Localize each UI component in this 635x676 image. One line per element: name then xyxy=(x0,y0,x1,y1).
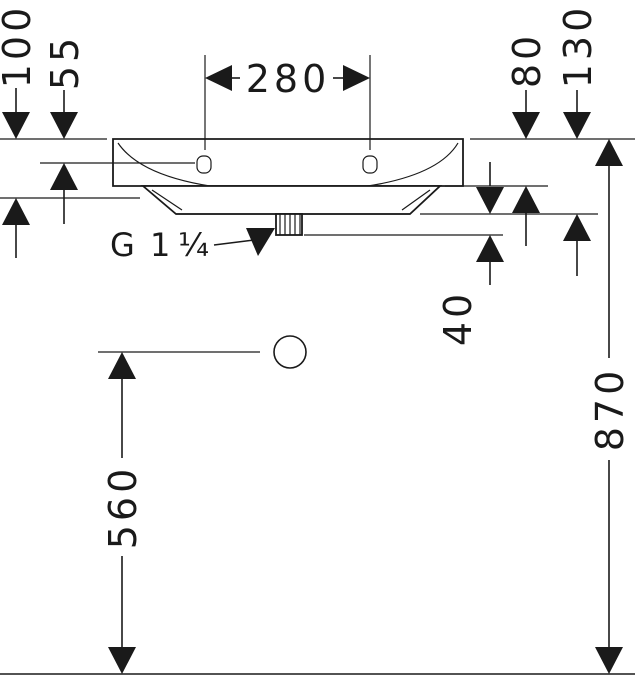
dim-560-label: 560 xyxy=(101,465,145,550)
dim-80-label: 80 xyxy=(505,32,549,88)
dim-55: 55 xyxy=(43,34,87,224)
basin-underside xyxy=(140,185,443,215)
dim-55-label: 55 xyxy=(43,34,87,90)
dim-80: 80 xyxy=(505,32,549,246)
tap-hole-right xyxy=(362,155,378,174)
basin-underside-inner xyxy=(151,189,431,211)
extension-lines xyxy=(0,55,635,353)
waste-thread-fraction: ¼ xyxy=(178,226,211,264)
dim-870: 870 xyxy=(588,139,632,674)
dim-130: 130 xyxy=(556,4,600,276)
waste-thread-callout: G 1 ¼ xyxy=(110,226,275,264)
waste-thread-g: G xyxy=(110,226,137,264)
dim-870-label: 870 xyxy=(588,367,632,452)
waste-connection-circle xyxy=(273,335,307,369)
waste-outlet xyxy=(275,213,303,236)
basin xyxy=(112,138,464,215)
dim-280: 280 xyxy=(205,57,370,101)
tap-hole-left xyxy=(196,155,212,174)
dim-40-label: 40 xyxy=(436,290,480,346)
dim-280-label: 280 xyxy=(246,57,331,101)
dim-130-label: 130 xyxy=(556,4,600,89)
dim-40: 40 xyxy=(436,162,504,346)
waste-thread-one: 1 xyxy=(150,226,172,264)
dim-100: 100 xyxy=(0,4,39,258)
dim-100-label: 100 xyxy=(0,4,39,89)
dim-560: 560 xyxy=(101,352,145,674)
